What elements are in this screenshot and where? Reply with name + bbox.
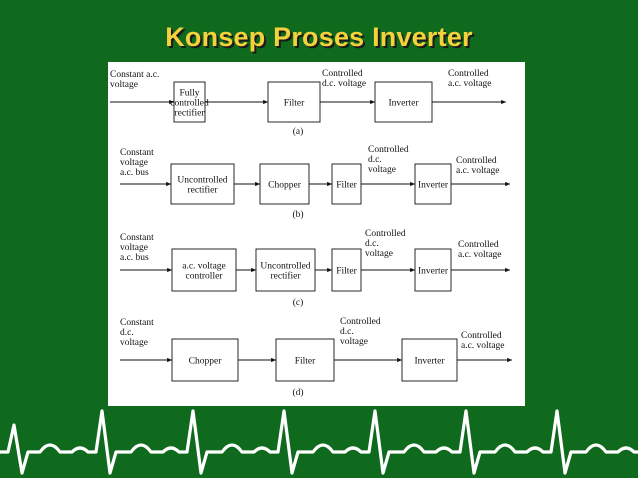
block-label-line: Inverter — [418, 267, 449, 277]
ecg-waveform-decoration — [0, 409, 638, 475]
output-label-line: a.c. voltage — [456, 166, 500, 176]
slide-title: Konsep Proses Inverter — [165, 22, 473, 52]
input-label-line: a.c. bus — [120, 253, 149, 263]
block-label: Filter — [336, 181, 357, 191]
input-label-line: d.c. — [120, 328, 134, 338]
output-label-line: a.c. voltage — [458, 250, 502, 260]
input-label-line: Constant — [120, 233, 154, 243]
block-label-line: rectifier — [174, 108, 205, 119]
input-label-line: Constant a.c. — [110, 70, 159, 80]
block-label-line: Filter — [336, 181, 357, 191]
row-caption: (d) — [292, 387, 303, 398]
mid-label-line: d.c. voltage — [322, 79, 366, 89]
input-label-line: voltage — [120, 158, 148, 168]
mid-label-line: Controlled — [368, 145, 409, 155]
mid-label-line: d.c. — [368, 155, 382, 165]
mid-label-line: Controlled — [340, 317, 381, 327]
output-label-line: a.c. voltage — [448, 79, 492, 89]
input-label-line: Constant — [120, 318, 154, 328]
block-label-line: Chopper — [268, 181, 302, 191]
block-label-line: rectifier — [270, 271, 301, 282]
block-label-line: Filter — [284, 99, 305, 109]
mid-label-line: voltage — [340, 337, 368, 347]
block-label-line: a.c. voltage — [182, 262, 226, 272]
input-label-line: voltage — [110, 80, 138, 90]
mid-label-line: voltage — [368, 165, 396, 175]
block-label: Filter — [284, 99, 305, 109]
input-label-line: voltage — [120, 243, 148, 253]
mid-label-line: Controlled — [322, 69, 363, 79]
output-label-line: Controlled — [448, 69, 489, 79]
output-label-line: a.c. voltage — [461, 341, 505, 351]
block-label-line: Uncontrolled — [177, 176, 227, 186]
input-label-line: Constant — [120, 148, 154, 158]
row-caption: (a) — [293, 126, 304, 137]
block-label: Inverter — [418, 181, 449, 191]
row-caption: (c) — [293, 297, 304, 308]
block-label-line: Chopper — [189, 357, 223, 367]
input-label: Constant a.c.voltage — [110, 70, 159, 90]
block-label-line: Uncontrolled — [260, 262, 310, 272]
block-label-line: Inverter — [388, 99, 419, 109]
block-label-line: Inverter — [418, 181, 449, 191]
mid-label-line: d.c. — [340, 327, 354, 337]
block-label-line: Filter — [336, 267, 357, 277]
block-label-line: Inverter — [414, 357, 445, 367]
block-label: Filter — [336, 267, 357, 277]
block-label-line: Fully — [179, 89, 199, 99]
output-label-line: Controlled — [458, 240, 499, 250]
block-label: Chopper — [268, 181, 302, 191]
output-label-line: Controlled — [456, 156, 497, 166]
input-label-line: a.c. bus — [120, 168, 149, 178]
block-label: Inverter — [418, 267, 449, 277]
mid-label-line: Controlled — [365, 229, 406, 239]
block-label: Inverter — [388, 99, 419, 109]
mid-label-line: d.c. — [365, 239, 379, 249]
block-label: Chopper — [189, 357, 223, 367]
row-caption: (b) — [292, 209, 303, 220]
block-label-line: Filter — [295, 357, 316, 367]
block-label-line: controlled — [170, 99, 209, 109]
block-label-line: rectifier — [187, 185, 218, 196]
block-label: Inverter — [414, 357, 445, 367]
block-label: Filter — [295, 357, 316, 367]
block-label-line: controller — [186, 272, 224, 282]
input-label-line: voltage — [120, 338, 148, 348]
mid-label-line: voltage — [365, 249, 393, 259]
output-label-line: Controlled — [461, 331, 502, 341]
